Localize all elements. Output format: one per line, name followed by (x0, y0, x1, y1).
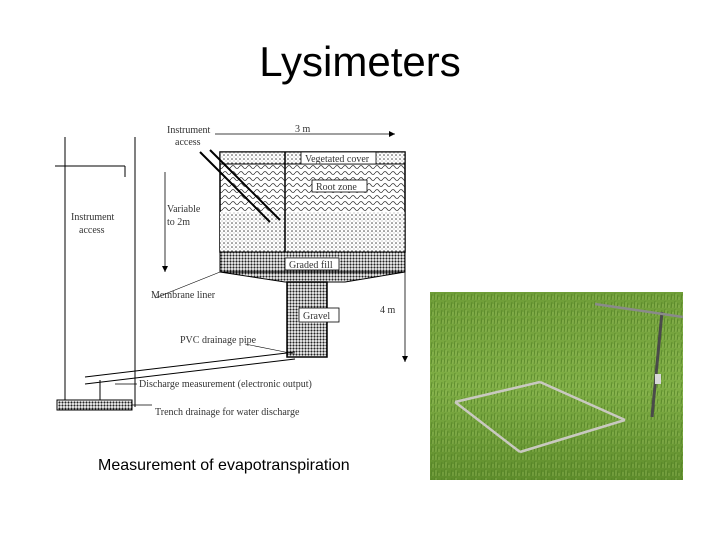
label-graded-fill: Graded fill (289, 260, 333, 271)
label-depth: 4 m (380, 305, 396, 316)
slide-caption: Measurement of evapotranspiration (98, 457, 350, 474)
slide-title: Lysimeters (259, 38, 461, 85)
lysimeter-diagram: Instrument access 3 m Vegetated cover Ro… (55, 124, 408, 418)
svg-text:to 2m: to 2m (167, 217, 190, 228)
label-instrument-access-side: Instrument (71, 212, 115, 223)
label-instrument-access-top: Instrument (167, 125, 211, 136)
label-root-zone: Root zone (316, 182, 357, 193)
label-pvc-pipe: PVC drainage pipe (180, 335, 257, 346)
label-variable-depth: Variable (167, 204, 201, 215)
label-gravel: Gravel (303, 311, 330, 322)
label-trench: Trench drainage for water discharge (155, 407, 300, 418)
label-membrane-liner: Membrane liner (151, 290, 216, 301)
label-discharge: Discharge measurement (electronic output… (139, 379, 312, 390)
label-width: 3 m (295, 124, 311, 135)
grass-field-photo (430, 292, 683, 480)
label-vegetated-cover: Vegetated cover (305, 154, 370, 165)
svg-text:access: access (79, 225, 105, 236)
svg-text:access: access (175, 137, 201, 148)
